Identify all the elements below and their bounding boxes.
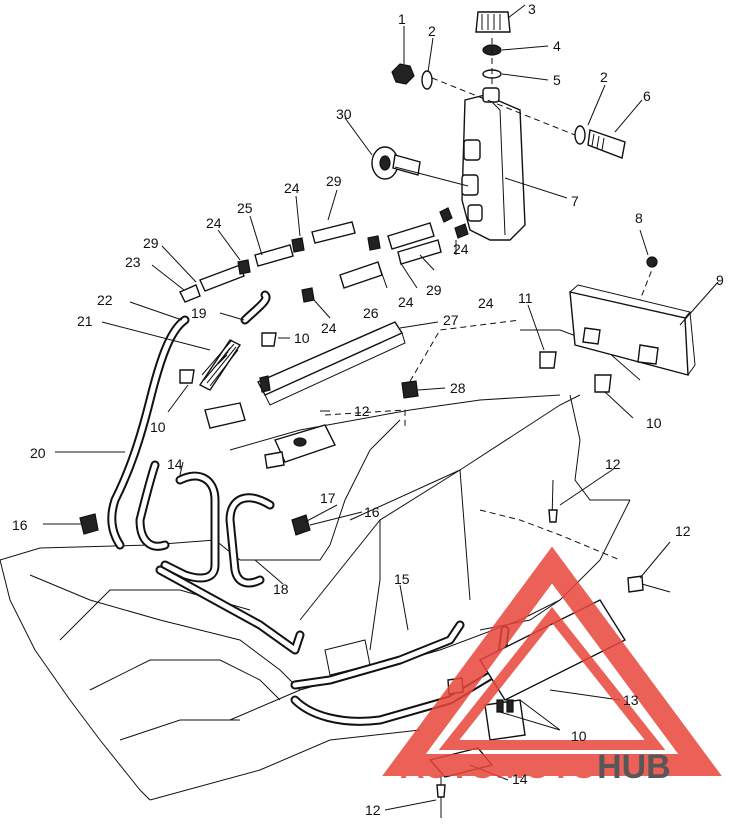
callout-26: 26 bbox=[363, 305, 379, 321]
callout-5: 5 bbox=[553, 72, 561, 88]
callouts: 1 2 3 4 5 2 6 7 8 9 30 29 24 25 24 29 23… bbox=[12, 1, 724, 818]
callout-24-d: 24 bbox=[398, 294, 414, 310]
bracket-27 bbox=[257, 321, 406, 406]
callout-14-b: 14 bbox=[512, 771, 528, 787]
callout-2-right: 2 bbox=[600, 69, 608, 85]
watermark-text-dark: HUB bbox=[597, 748, 671, 786]
callout-28: 28 bbox=[450, 380, 466, 396]
callout-10-b: 10 bbox=[150, 419, 166, 435]
callout-10-c: 10 bbox=[646, 415, 662, 431]
callout-12-c: 12 bbox=[675, 523, 691, 539]
callout-29-right: 29 bbox=[426, 282, 442, 298]
callout-29-left: 29 bbox=[143, 235, 159, 251]
callout-12-d: 12 bbox=[365, 802, 381, 818]
leader-lines bbox=[43, 4, 719, 811]
bracket-17 bbox=[264, 424, 336, 469]
callout-27: 27 bbox=[443, 312, 459, 328]
callout-10-a: 10 bbox=[294, 330, 310, 346]
callout-4: 4 bbox=[553, 38, 561, 54]
callout-3: 3 bbox=[528, 1, 536, 17]
callout-2: 2 bbox=[428, 23, 436, 39]
callout-8: 8 bbox=[635, 210, 643, 226]
reservoir-cap bbox=[475, 11, 511, 79]
callout-24-a: 24 bbox=[284, 180, 300, 196]
callout-30: 30 bbox=[336, 106, 352, 122]
callout-24-c: 24 bbox=[453, 241, 469, 257]
fasteners-top bbox=[391, 63, 626, 159]
callout-16-left: 16 bbox=[12, 517, 28, 533]
callout-15: 15 bbox=[394, 571, 410, 587]
callout-25: 25 bbox=[237, 200, 253, 216]
callout-18: 18 bbox=[273, 581, 289, 597]
coolant-reservoir bbox=[461, 87, 526, 241]
callout-9: 9 bbox=[716, 272, 724, 288]
spring-hose bbox=[198, 339, 242, 391]
callout-17: 17 bbox=[320, 490, 336, 506]
callout-24-f: 24 bbox=[478, 295, 494, 311]
callout-21: 21 bbox=[77, 313, 93, 329]
callout-1: 1 bbox=[398, 11, 406, 27]
callout-10-d: 10 bbox=[571, 728, 587, 744]
coolant-hoses bbox=[107, 290, 510, 726]
callout-19: 19 bbox=[191, 305, 207, 321]
callout-24-e: 24 bbox=[321, 320, 337, 336]
callout-7: 7 bbox=[571, 193, 579, 209]
watermark-logo: AUTOMOTOHUB bbox=[382, 546, 722, 786]
callout-20: 20 bbox=[30, 445, 46, 461]
callout-23: 23 bbox=[125, 254, 141, 270]
watermark-triangle bbox=[382, 546, 722, 776]
callout-29-top: 29 bbox=[326, 173, 342, 189]
callout-16-right: 16 bbox=[364, 504, 380, 520]
callout-12-a: 12 bbox=[354, 403, 370, 419]
screws bbox=[436, 256, 671, 818]
watermark-text-red: AUTOMOTO bbox=[400, 748, 597, 786]
fitting-30 bbox=[371, 146, 421, 180]
watermark-inner-triangle bbox=[438, 606, 666, 750]
callout-11: 11 bbox=[518, 290, 533, 306]
watermark-text: AUTOMOTOHUB bbox=[400, 748, 671, 786]
callout-14-a: 14 bbox=[167, 456, 183, 472]
callout-24-b: 24 bbox=[206, 215, 222, 231]
callout-13: 13 bbox=[623, 692, 639, 708]
callout-6: 6 bbox=[643, 88, 651, 104]
bracket-9 bbox=[569, 284, 696, 376]
callout-12-b: 12 bbox=[605, 456, 621, 472]
hose-fittings bbox=[179, 207, 469, 303]
callout-22: 22 bbox=[97, 292, 113, 308]
